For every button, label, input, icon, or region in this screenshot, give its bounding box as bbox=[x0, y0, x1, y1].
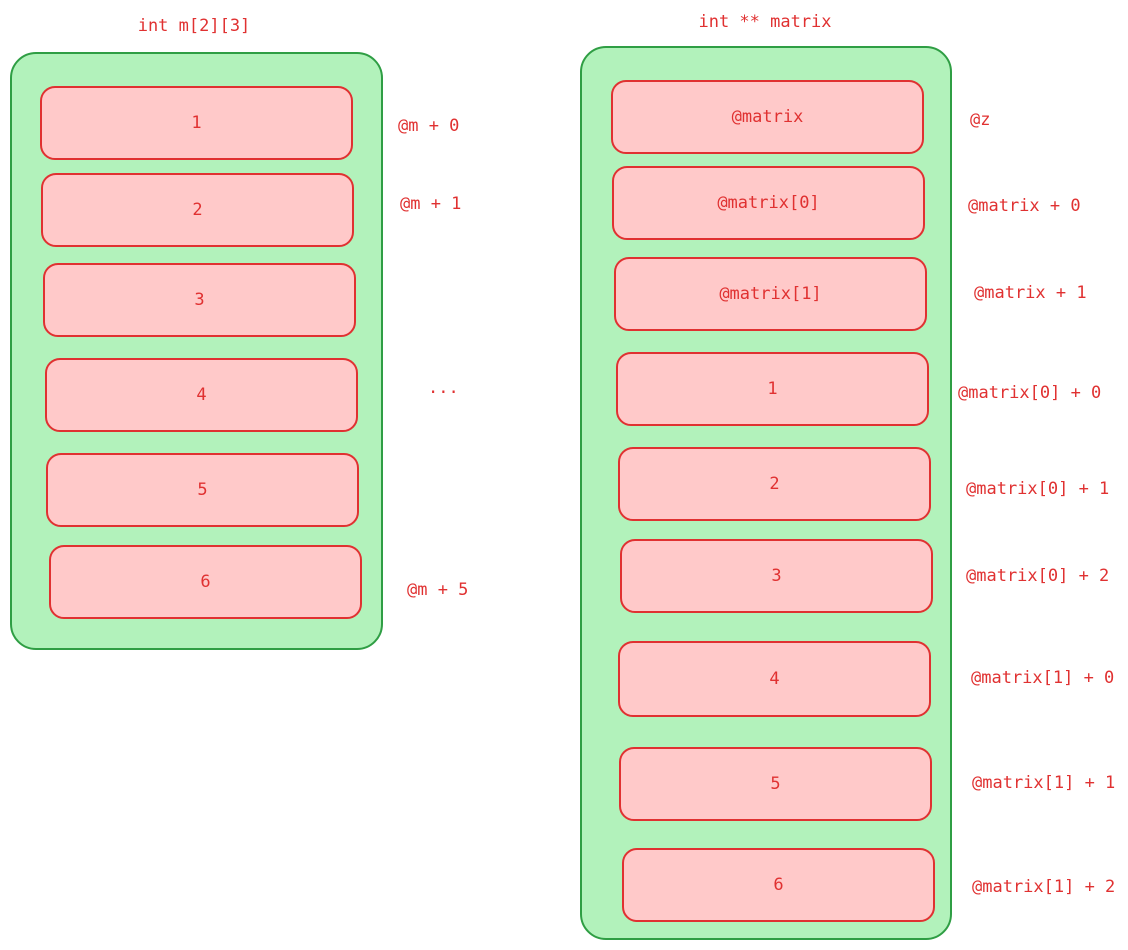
right-cell-6: 6 bbox=[622, 848, 935, 922]
right-cell-1: 1 bbox=[616, 352, 929, 426]
right-address-label: @z bbox=[970, 110, 991, 130]
right-address-label: @matrix[1] + 1 bbox=[972, 773, 1116, 793]
right-cell-matrix-1: @matrix[1] bbox=[614, 257, 927, 331]
left-address-label: @m + 0 bbox=[398, 116, 460, 136]
left-address-label: @m + 1 bbox=[400, 194, 462, 214]
left-address-ellipsis: ... bbox=[428, 378, 459, 398]
right-address-label: @matrix[0] + 1 bbox=[966, 479, 1110, 499]
right-address-label: @matrix[0] + 2 bbox=[966, 566, 1110, 586]
right-cell-matrix: @matrix bbox=[611, 80, 924, 154]
left-address-label: @m + 5 bbox=[407, 580, 469, 600]
right-cell-5: 5 bbox=[619, 747, 932, 821]
left-diagram-title: int m[2][3] bbox=[137, 16, 251, 36]
right-cell-4: 4 bbox=[618, 641, 931, 717]
left-cell-6: 6 bbox=[49, 545, 362, 619]
right-cell-3: 3 bbox=[620, 539, 933, 613]
left-cell-4: 4 bbox=[45, 358, 358, 432]
right-address-label: @matrix[0] + 0 bbox=[958, 383, 1102, 403]
right-address-label: @matrix + 1 bbox=[974, 283, 1087, 303]
right-address-label: @matrix + 0 bbox=[968, 196, 1081, 216]
left-cell-5: 5 bbox=[46, 453, 359, 527]
left-cell-1: 1 bbox=[40, 86, 353, 160]
left-cell-2: 2 bbox=[41, 173, 354, 247]
right-cell-2: 2 bbox=[618, 447, 931, 521]
right-address-label: @matrix[1] + 2 bbox=[972, 877, 1116, 897]
right-address-label: @matrix[1] + 0 bbox=[971, 668, 1115, 688]
right-diagram-title: int ** matrix bbox=[698, 12, 832, 32]
left-cell-3: 3 bbox=[43, 263, 356, 337]
right-cell-matrix-0: @matrix[0] bbox=[612, 166, 925, 240]
